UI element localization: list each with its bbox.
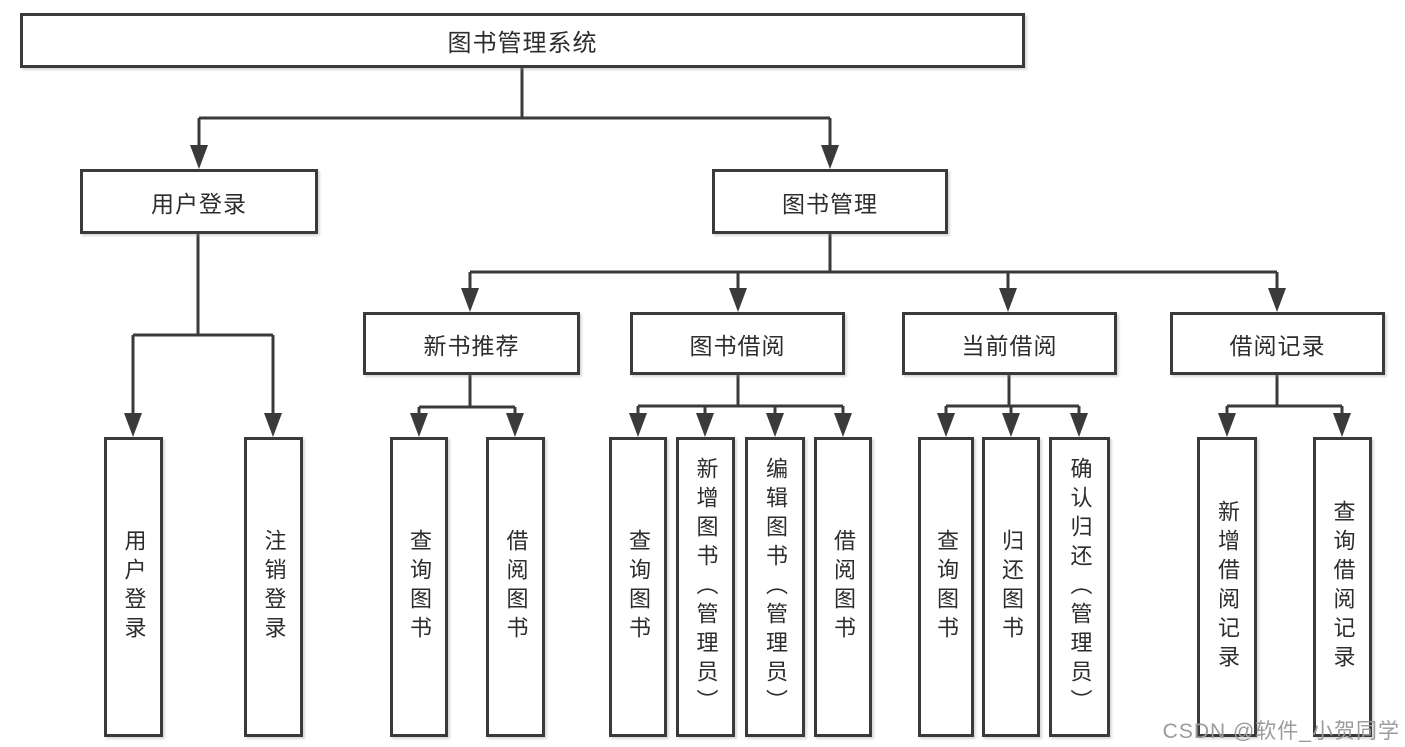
arrowhead [190, 145, 208, 169]
leaf-nb-query-books: 查询图书 [390, 437, 448, 737]
arrowhead [124, 413, 142, 437]
node-current-borrow: 当前借阅 [902, 312, 1117, 375]
leaf-bb-query-books-label: 查询图书 [626, 529, 651, 645]
arrowhead [729, 288, 747, 312]
node-book-management: 图书管理 [712, 169, 948, 234]
arrowhead [821, 145, 839, 169]
leaf-cb-query-books-label: 查询图书 [934, 529, 959, 645]
connector-new-book-recommend-to-leaves [410, 375, 524, 437]
arrowhead [1268, 288, 1286, 312]
node-book-management-label: 图书管理 [782, 190, 878, 217]
node-borrow-record-label: 借阅记录 [1229, 332, 1326, 359]
arrowhead [766, 413, 784, 437]
leaf-bb-add-books-admin-label: 新增图书（管理员） [693, 456, 719, 718]
csdn-watermark: CSDN @软件_小贺同学 [1162, 720, 1400, 743]
leaf-rc-query-borrow-record-label: 查询借阅记录 [1330, 500, 1356, 674]
leaf-bb-add-books-admin: 新增图书（管理员） [676, 437, 735, 737]
node-root-label: 图书管理系统 [447, 30, 598, 57]
arrowhead [264, 413, 282, 437]
arrowhead [1218, 413, 1236, 437]
leaf-rc-add-borrow-record-label: 新增借阅记录 [1215, 500, 1240, 674]
node-book-borrow-label: 图书借阅 [689, 332, 786, 359]
leaf-cb-return-books: 归还图书 [982, 437, 1040, 737]
arrowhead [937, 413, 955, 437]
node-new-book-recommend: 新书推荐 [363, 312, 580, 375]
arrowhead [696, 413, 714, 437]
leaf-bb-borrow-books-label: 借阅图书 [831, 529, 856, 645]
leaf-user-login: 用户登录 [104, 437, 163, 737]
leaf-bb-borrow-books: 借阅图书 [814, 437, 872, 737]
node-borrow-record: 借阅记录 [1170, 312, 1385, 375]
node-user-login: 用户登录 [80, 169, 318, 234]
arrowhead [410, 413, 428, 437]
connector-book-borrow-to-leaves [629, 375, 852, 437]
leaf-bb-edit-books-admin: 编辑图书（管理员） [745, 437, 805, 737]
arrowhead [506, 413, 524, 437]
leaf-user-login-label: 用户登录 [121, 529, 147, 645]
leaf-nb-query-books-label: 查询图书 [407, 529, 432, 645]
leaf-cb-return-books-label: 归还图书 [999, 529, 1024, 645]
leaf-cb-confirm-return-admin-label: 确认归还（管理员） [1067, 456, 1093, 718]
arrowhead [629, 413, 647, 437]
connector-root-to-level2 [190, 68, 839, 169]
arrowhead [1070, 413, 1088, 437]
connector-book-management-to-level3 [461, 234, 1286, 312]
arrowhead [999, 288, 1017, 312]
connector-borrow-record-to-leaves [1218, 375, 1351, 437]
leaf-logout-login: 注销登录 [244, 437, 303, 737]
leaf-nb-borrow-books-label: 借阅图书 [503, 529, 529, 645]
leaf-nb-borrow-books: 借阅图书 [486, 437, 545, 737]
leaf-rc-add-borrow-record: 新增借阅记录 [1197, 437, 1257, 737]
leaf-rc-query-borrow-record: 查询借阅记录 [1313, 437, 1372, 737]
connector-user-login-to-leaves [124, 234, 282, 437]
leaf-cb-query-books: 查询图书 [918, 437, 974, 737]
arrowhead [834, 413, 852, 437]
node-book-borrow: 图书借阅 [630, 312, 845, 375]
node-user-login-label: 用户登录 [151, 190, 247, 217]
node-current-borrow-label: 当前借阅 [961, 332, 1058, 359]
node-root: 图书管理系统 [20, 13, 1025, 68]
leaf-cb-confirm-return-admin: 确认归还（管理员） [1049, 437, 1110, 737]
node-new-book-recommend-label: 新书推荐 [423, 332, 520, 359]
arrowhead [1333, 413, 1351, 437]
leaf-bb-edit-books-admin-label: 编辑图书（管理员） [763, 456, 788, 718]
arrowhead [461, 288, 479, 312]
leaf-logout-login-label: 注销登录 [261, 529, 287, 645]
arrowhead [1002, 413, 1020, 437]
leaf-bb-query-books: 查询图书 [609, 437, 667, 737]
connector-current-borrow-to-leaves [937, 375, 1088, 437]
